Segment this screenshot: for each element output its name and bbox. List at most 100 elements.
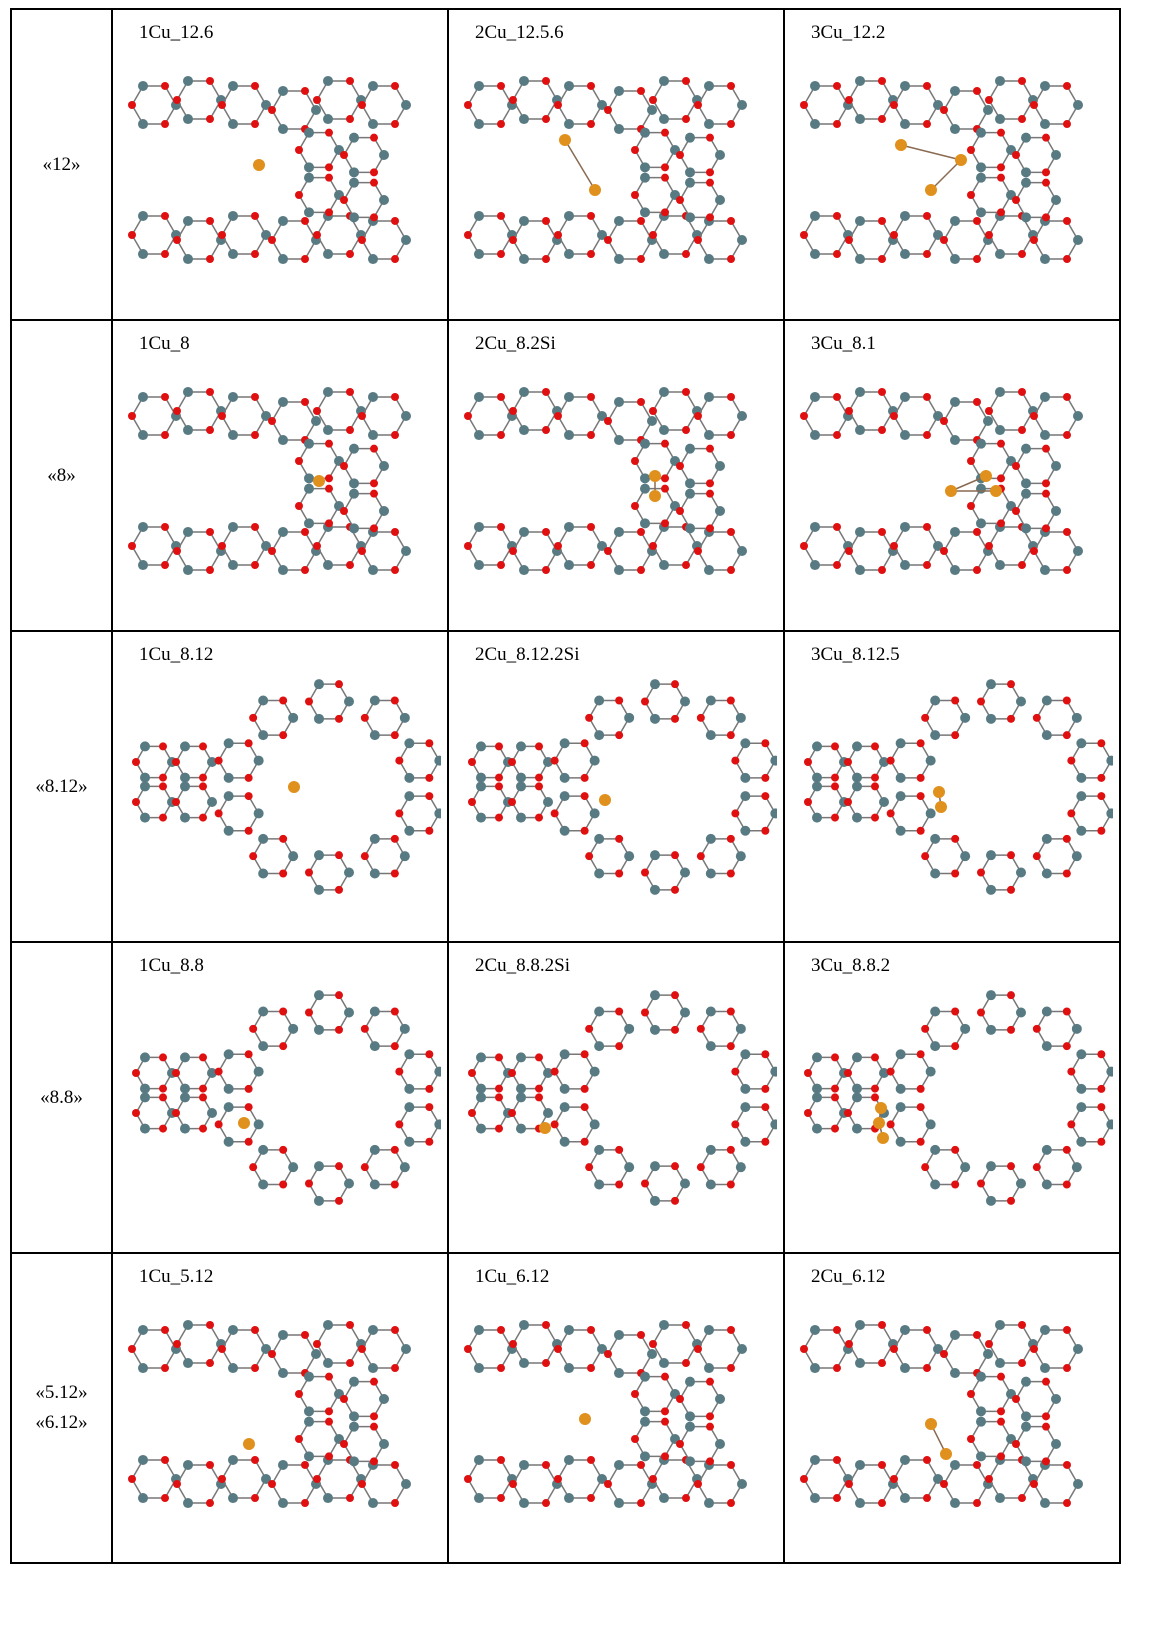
copper-cluster	[243, 1438, 255, 1450]
silicon-atom	[614, 254, 624, 265]
oxygen-atom	[871, 1084, 879, 1093]
silicon-atom	[895, 1136, 906, 1147]
oxygen-atom	[997, 519, 1005, 528]
silicon-atom	[278, 396, 288, 407]
silicon-atom	[368, 391, 378, 402]
oxygen-atom	[587, 1455, 595, 1464]
oxygen-atom	[1067, 756, 1076, 765]
silicon-atom	[895, 825, 906, 836]
silicon-atom	[960, 851, 971, 862]
oxygen-atom	[916, 792, 925, 801]
oxygen-atom	[997, 173, 1005, 182]
oxygen-atom	[497, 392, 505, 401]
oxygen-atom	[535, 742, 543, 751]
silicon-atom	[704, 119, 714, 130]
molecular-structure	[800, 1319, 1083, 1509]
silicon-atom	[311, 416, 321, 426]
oxygen-atom	[161, 561, 169, 570]
structure-cell: 1Cu_6.12	[447, 1252, 785, 1564]
silicon-atom	[930, 1144, 941, 1155]
oxygen-atom	[615, 1007, 624, 1016]
oxygen-atom	[661, 484, 669, 493]
oxygen-atom	[206, 1359, 214, 1368]
oxygen-atom	[244, 826, 253, 835]
oxygen-atom	[649, 542, 657, 550]
oxygen-atom	[495, 782, 503, 791]
oxygen-atom	[335, 1025, 343, 1034]
oxygen-atom	[251, 250, 259, 259]
oxygen-atom	[1062, 1180, 1071, 1189]
silicon-atom	[737, 1479, 747, 1489]
oxygen-atom	[845, 236, 853, 244]
oxygen-atom	[425, 826, 434, 835]
silicon-atom	[434, 808, 441, 819]
framework	[804, 990, 1113, 1206]
oxygen-atom	[1063, 1325, 1071, 1334]
silicon-atom	[278, 215, 288, 226]
silicon-atom	[624, 1023, 635, 1034]
oxygen-atom	[726, 869, 735, 878]
oxygen-atom	[923, 1364, 931, 1373]
silicon-atom	[476, 1092, 486, 1103]
oxygen-atom	[1032, 1024, 1041, 1033]
oxygen-atom	[637, 86, 645, 95]
oxygen-atom	[940, 417, 948, 425]
oxygen-atom	[346, 76, 354, 85]
oxygen-atom	[727, 566, 735, 575]
oxygen-atom	[706, 479, 714, 488]
oxygen-atom	[878, 387, 886, 396]
silicon-atom	[278, 124, 288, 135]
oxygen-atom	[587, 561, 595, 570]
oxygen-atom	[370, 213, 378, 222]
copper-atom	[990, 485, 1002, 497]
oxygen-atom	[554, 412, 562, 420]
silicon-atom	[810, 119, 820, 130]
oxygen-atom	[358, 236, 366, 244]
oxygen-atom	[1042, 524, 1050, 533]
oxygen-atom	[580, 826, 589, 835]
oxygen-atom	[844, 1069, 852, 1077]
oxygen-atom	[1018, 1494, 1026, 1503]
oxygen-atom	[370, 168, 378, 177]
oxygen-atom	[940, 1350, 948, 1358]
silicon-atom	[1071, 712, 1082, 723]
oxygen-atom	[391, 216, 399, 225]
oxygen-atom	[637, 255, 645, 264]
silicon-atom	[564, 430, 574, 441]
copper-atom	[649, 470, 661, 482]
oxygen-atom	[497, 561, 505, 570]
silicon-atom	[594, 868, 605, 879]
silicon-atom	[976, 518, 986, 529]
silicon-atom	[737, 100, 747, 110]
silicon-atom	[349, 177, 359, 188]
silicon-atom	[1076, 738, 1087, 749]
silicon-atom	[323, 560, 333, 571]
silicon-atom	[207, 1108, 217, 1118]
silicon-atom	[228, 1324, 238, 1335]
oxygen-atom	[206, 1320, 214, 1329]
oxygen-atom	[358, 1480, 366, 1488]
silicon-atom	[399, 851, 410, 862]
copper-cluster	[873, 1102, 889, 1144]
oxygen-atom	[585, 1024, 594, 1033]
silicon-atom	[855, 425, 865, 436]
oxygen-atom	[395, 756, 404, 765]
silicon-atom	[223, 825, 234, 836]
oxygen-atom	[661, 1452, 669, 1461]
oxygen-atom	[509, 1480, 517, 1488]
molecular-structure	[468, 679, 777, 895]
structure-cell: 2Cu_6.12	[783, 1252, 1121, 1564]
oxygen-atom	[923, 392, 931, 401]
oxygen-atom	[631, 146, 639, 154]
oxygen-atom	[615, 869, 624, 878]
oxygen-atom	[391, 1460, 399, 1469]
oxygen-atom	[325, 484, 333, 493]
oxygen-atom	[495, 773, 503, 782]
oxygen-atom	[301, 397, 309, 406]
silicon-atom	[852, 1123, 862, 1134]
silicon-atom	[564, 521, 574, 532]
silicon-atom	[369, 730, 380, 741]
silicon-atom	[680, 867, 690, 878]
silicon-atom	[735, 712, 746, 723]
